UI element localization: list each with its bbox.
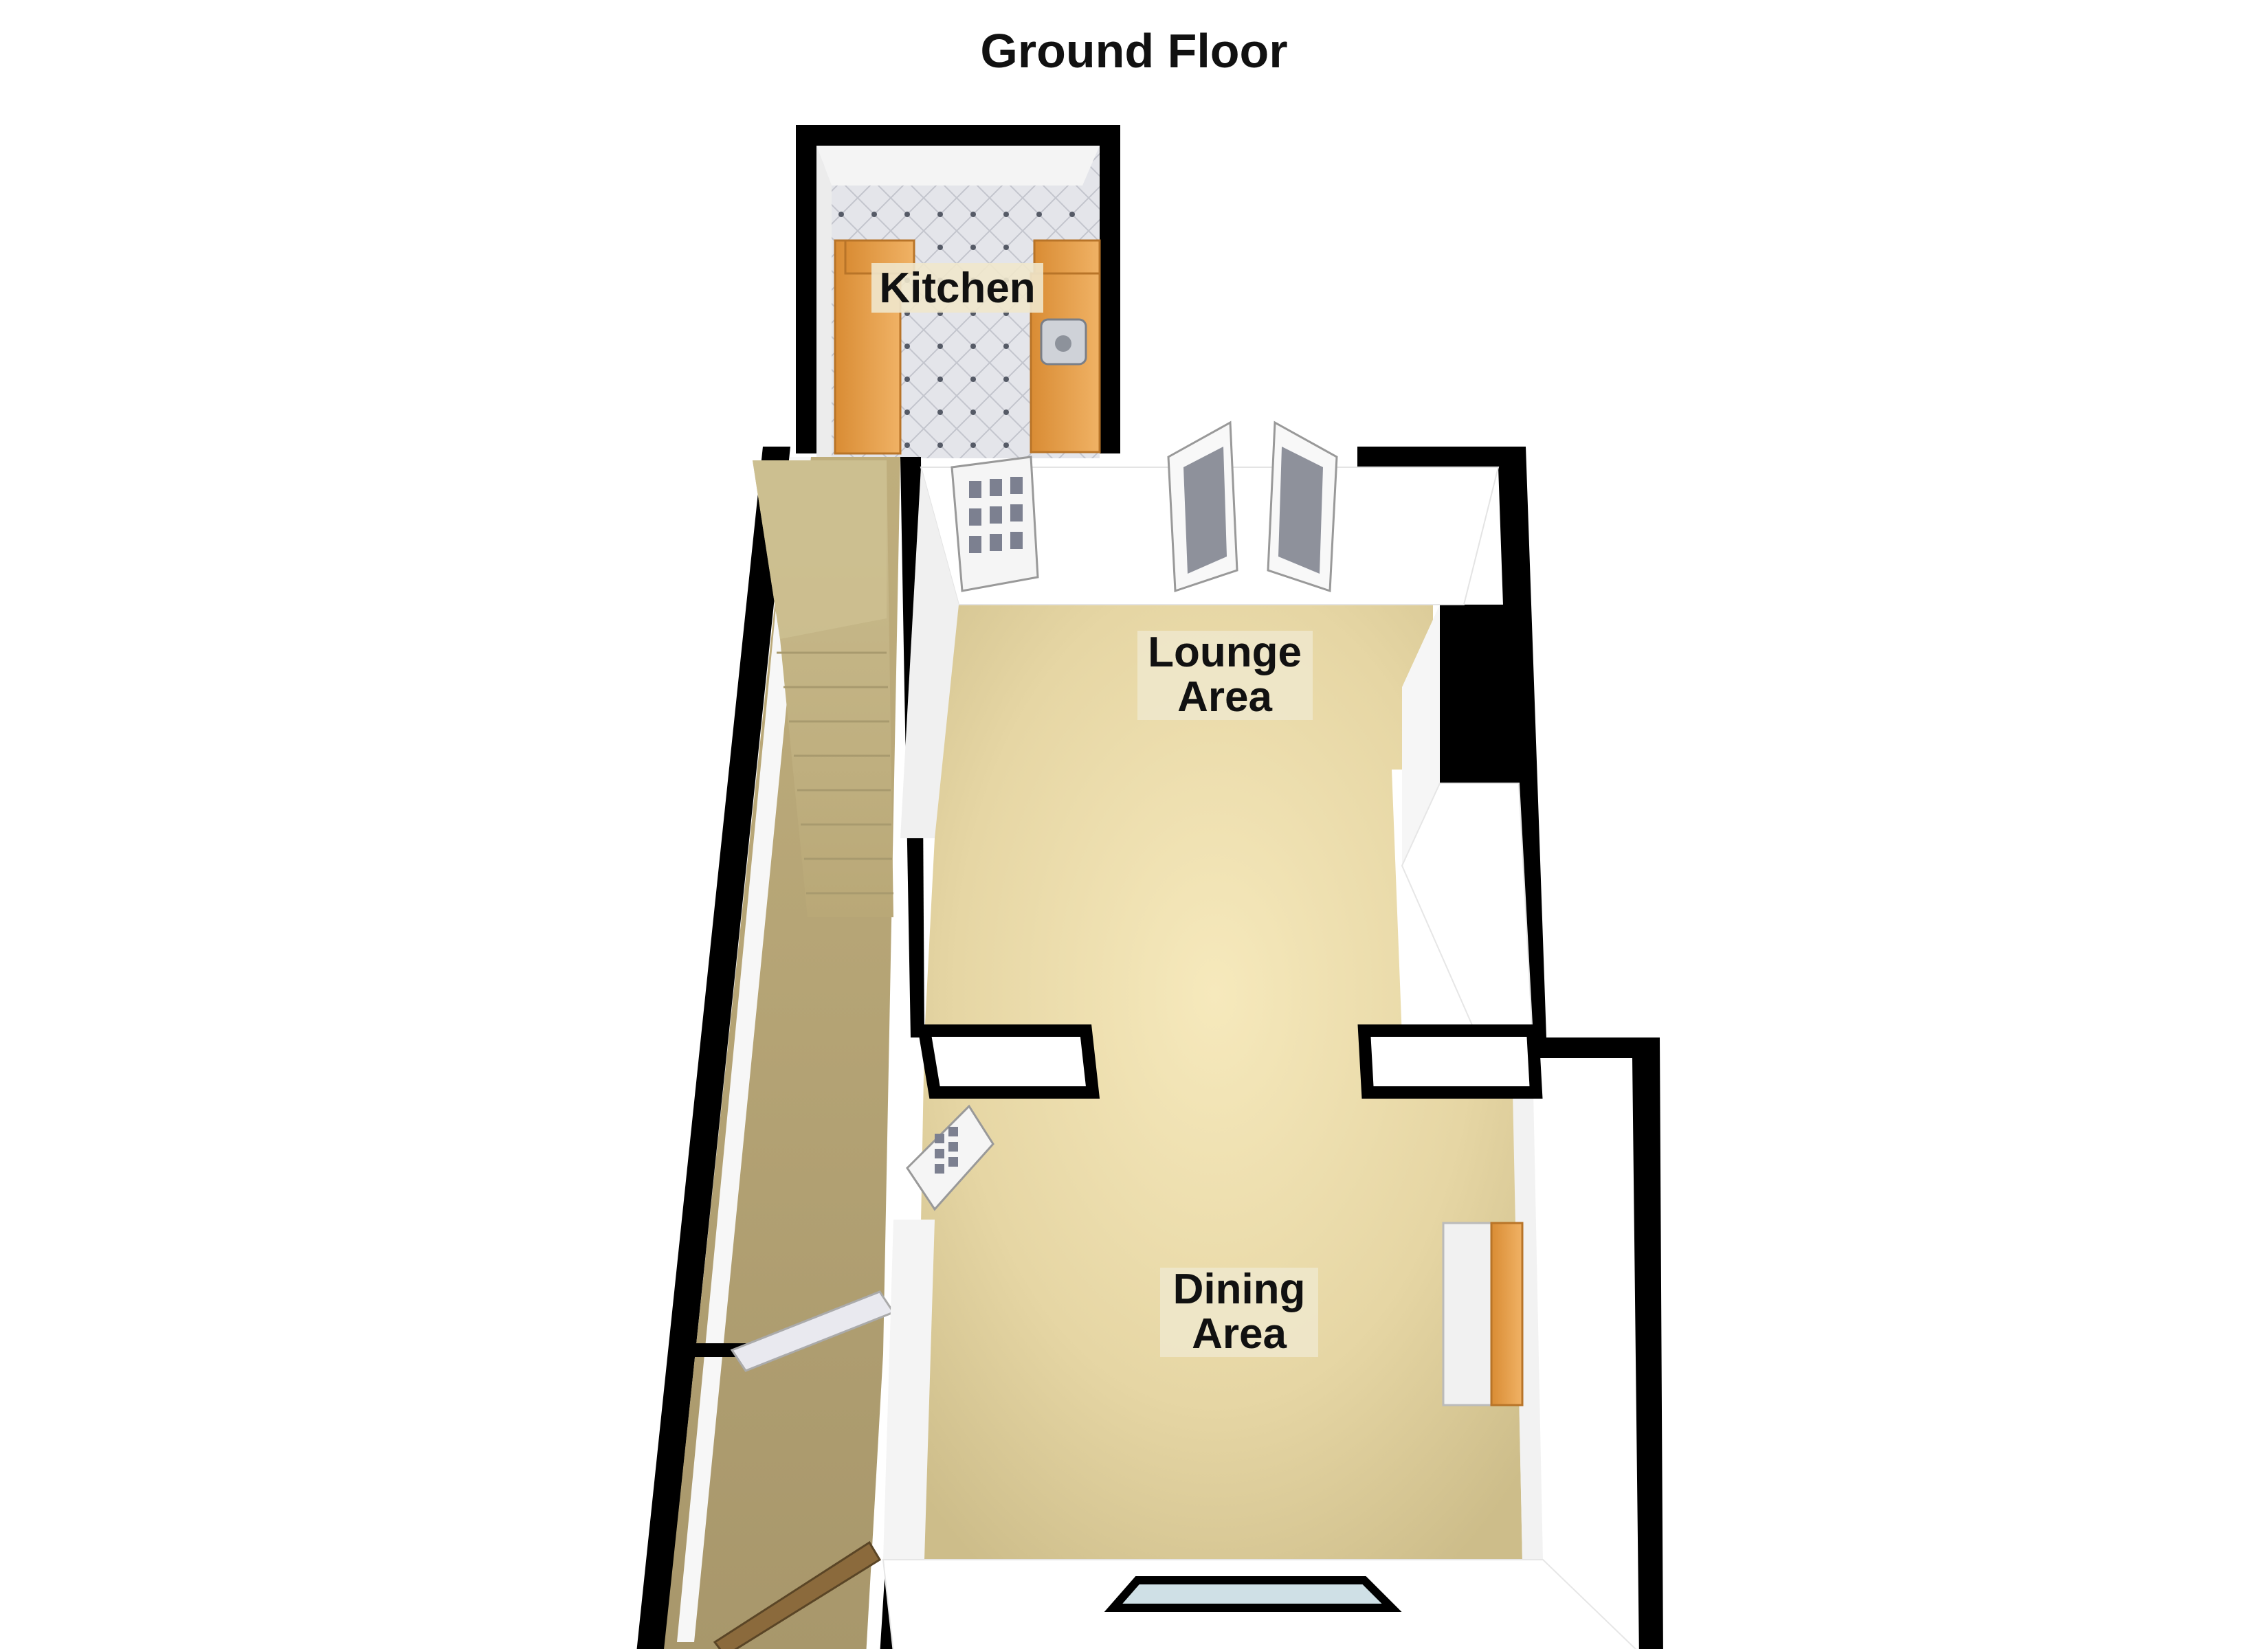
sink-drain (1055, 335, 1071, 352)
kitchen-label-bg (871, 263, 1043, 313)
divider-nib-left (917, 1024, 1100, 1099)
kitchen-wall-face-left (816, 146, 832, 458)
dining-right-wall-face (1512, 1058, 1543, 1560)
lounge-door-left (950, 456, 1039, 592)
dining-side-door-glazing (935, 1127, 958, 1174)
lounge-right-lower-face (1401, 783, 1534, 1038)
dining-label-line2: Area (1192, 1310, 1287, 1358)
hall-partition (670, 1343, 749, 1357)
lounge-left-wall-face (900, 467, 959, 838)
lounge-right-recess-face (1402, 605, 1440, 866)
french-doors (1167, 420, 1338, 593)
front-door (713, 1540, 882, 1649)
lounge-label-bg (1137, 631, 1313, 720)
lounge-label-line1: Lounge (1148, 629, 1302, 676)
kitchen-worktop-top-right (1033, 239, 1101, 275)
dining-label-line1: Dining (1173, 1266, 1306, 1313)
dining-left-wall-face (883, 1220, 935, 1560)
kitchen-wall-face-top (816, 146, 1100, 186)
main-carpet (907, 584, 1522, 1560)
staircase (753, 460, 893, 917)
bay-window (1104, 1576, 1402, 1612)
divider-nib-right (1357, 1024, 1543, 1099)
dining-label-bg (1160, 1268, 1318, 1357)
chimney-block (1440, 605, 1522, 783)
floor-title: Ground Floor (980, 24, 1288, 78)
kitchen-label: Kitchen (879, 265, 1035, 312)
dining-sideboard-top (1490, 1222, 1524, 1406)
lounge-label-line2: Area (1177, 673, 1272, 721)
